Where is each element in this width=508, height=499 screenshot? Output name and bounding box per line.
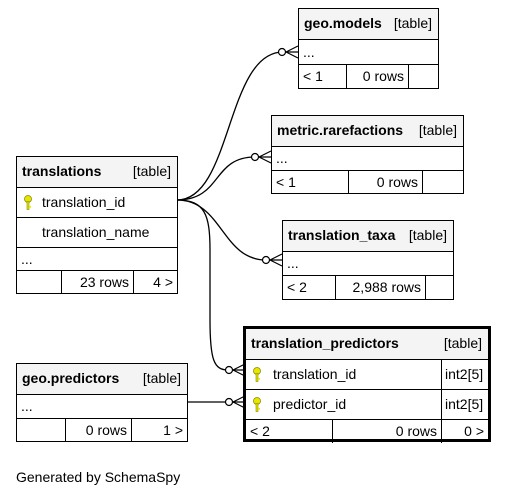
column-row[interactable]: translation_id bbox=[17, 187, 177, 217]
table-header[interactable]: translation_predictors [table] bbox=[246, 329, 488, 359]
table-footer: < 1 0 rows bbox=[299, 64, 438, 88]
ellipsis: ... bbox=[287, 255, 299, 271]
column-name: translation_id bbox=[273, 366, 357, 382]
table-kind: [table] bbox=[443, 335, 482, 351]
table-name: geo.models bbox=[304, 15, 382, 31]
table-name: metric.rarefactions bbox=[277, 122, 404, 138]
table-translation-taxa[interactable]: translation_taxa [table] ... < 2 2,988 r… bbox=[282, 220, 454, 300]
ellipsis: ... bbox=[21, 251, 33, 267]
column-name: predictor_id bbox=[273, 396, 347, 412]
table-kind: [table] bbox=[393, 15, 432, 31]
table-footer: 23 rows 4 > bbox=[17, 270, 177, 293]
parents-count[interactable]: < 1 bbox=[276, 174, 296, 190]
primary-key-icon bbox=[253, 367, 261, 382]
row-count: 0 rows bbox=[376, 174, 418, 190]
table-translation-predictors[interactable]: translation_predictors [table] translati… bbox=[243, 326, 491, 443]
table-footer: < 2 0 rows 0 > bbox=[246, 419, 488, 443]
table-kind: [table] bbox=[142, 370, 181, 386]
table-footer: < 1 0 rows bbox=[272, 170, 463, 193]
row-count: 23 rows bbox=[79, 274, 129, 290]
table-header[interactable]: geo.predictors [table] bbox=[17, 364, 187, 394]
column-row[interactable]: translation_id int2[5] bbox=[246, 359, 488, 389]
table-kind: [table] bbox=[418, 122, 457, 138]
row-count: 0 rows bbox=[362, 68, 404, 84]
ellipsis: ... bbox=[21, 398, 33, 414]
column-name: translation_id bbox=[42, 194, 126, 210]
parents-count[interactable]: < 1 bbox=[303, 68, 323, 84]
parents-count[interactable]: < 2 bbox=[287, 279, 307, 295]
generated-by-caption: Generated by SchemaSpy bbox=[16, 469, 181, 485]
ellipsis-row: ... bbox=[17, 247, 177, 270]
primary-key-icon bbox=[24, 195, 32, 210]
table-translations[interactable]: translations [table] translation_id tran… bbox=[16, 156, 178, 294]
ellipsis: ... bbox=[303, 44, 315, 60]
row-count: 2,988 rows bbox=[352, 279, 421, 295]
table-footer: < 2 2,988 rows bbox=[283, 275, 453, 299]
ellipsis-row: ... bbox=[283, 251, 453, 275]
children-count[interactable]: 4 > bbox=[153, 274, 173, 290]
column-type: int2[5] bbox=[445, 396, 484, 412]
table-metric-rarefactions[interactable]: metric.rarefactions [table] ... < 1 0 ro… bbox=[271, 115, 464, 194]
table-kind: [table] bbox=[132, 163, 171, 179]
table-name: geo.predictors bbox=[22, 370, 120, 386]
table-name: translation_predictors bbox=[251, 335, 399, 351]
ellipsis-row: ... bbox=[17, 394, 187, 418]
edge-translations-geo-models bbox=[176, 51, 298, 201]
edge-translations-translation-taxa bbox=[176, 199, 282, 261]
primary-key-icon bbox=[253, 397, 261, 412]
parents-count[interactable]: < 2 bbox=[250, 423, 270, 439]
table-kind: [table] bbox=[408, 227, 447, 243]
table-header[interactable]: translations [table] bbox=[17, 157, 177, 187]
row-count: 0 rows bbox=[395, 423, 437, 439]
column-row[interactable]: predictor_id int2[5] bbox=[246, 389, 488, 419]
ellipsis: ... bbox=[276, 150, 288, 166]
table-name: translations bbox=[22, 163, 102, 179]
table-header[interactable]: geo.models [table] bbox=[299, 9, 438, 39]
column-type: int2[5] bbox=[445, 366, 484, 382]
ellipsis-row: ... bbox=[299, 39, 438, 64]
table-name: translation_taxa bbox=[288, 227, 396, 243]
edge-translations-metric-rarefactions bbox=[176, 156, 271, 201]
table-footer: 0 rows 1 > bbox=[17, 418, 187, 441]
ellipsis-row: ... bbox=[272, 146, 463, 170]
column-row[interactable]: translation_name bbox=[17, 217, 177, 247]
table-header[interactable]: metric.rarefactions [table] bbox=[272, 116, 463, 146]
children-count[interactable]: 1 > bbox=[163, 422, 183, 438]
table-header[interactable]: translation_taxa [table] bbox=[283, 221, 453, 251]
table-geo-predictors[interactable]: geo.predictors [table] ... 0 rows 1 > bbox=[16, 363, 188, 442]
row-count: 0 rows bbox=[85, 422, 127, 438]
column-name: translation_name bbox=[42, 224, 150, 240]
edge-translations-translation-predictors bbox=[176, 199, 244, 371]
table-geo-models[interactable]: geo.models [table] ... < 1 0 rows bbox=[298, 8, 439, 89]
children-count[interactable]: 0 > bbox=[464, 423, 484, 439]
